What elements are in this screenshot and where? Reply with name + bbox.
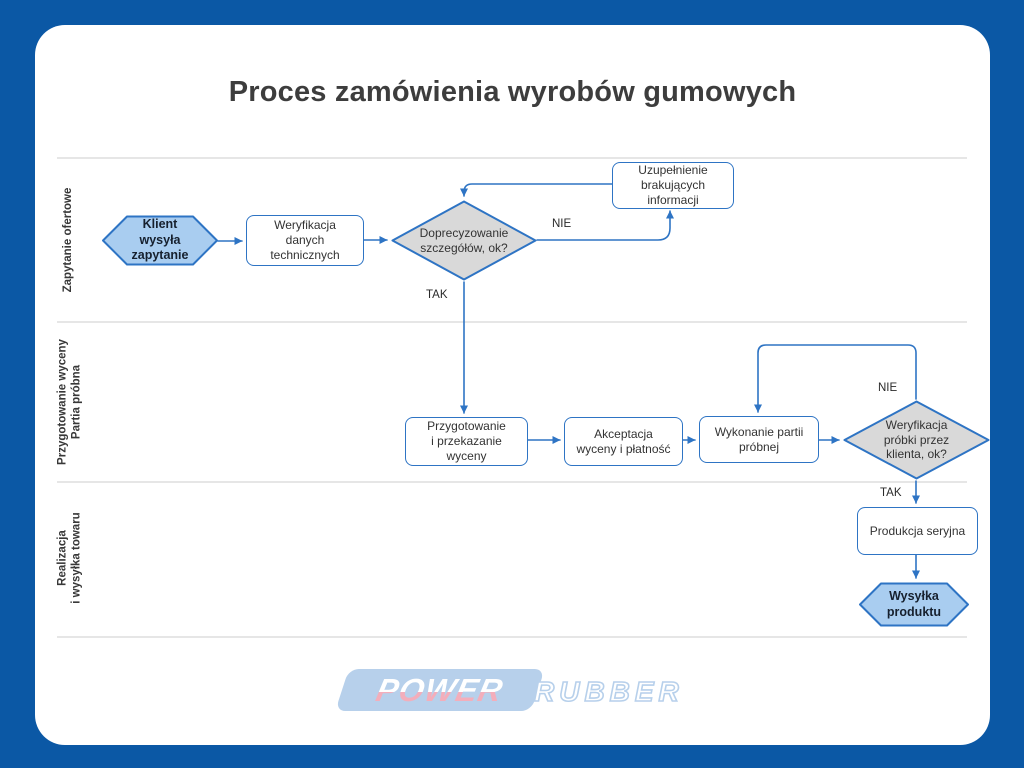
diamond-shape [843,400,990,480]
node-label: Wykonanie partii próbnej [714,424,804,454]
node-label: Doprecyzowanie szczegółów, ok? [419,225,509,255]
node-label: Produkcja seryjna [869,523,966,538]
hexagon-shape [102,215,218,266]
node-wykonanie-partii-probnej: Wykonanie partii próbnej [699,416,819,463]
lane-label-line: Przygotowanie wyceny [56,339,69,465]
node-produkcja-seryjna: Produkcja seryjna [857,507,978,555]
page-title: Proces zamówienia wyrobów gumowych [228,76,797,108]
node-decision-weryfikacja-probki: Weryfikacja próbki przez klienta, ok? [843,400,990,480]
lane-label-line: Realizacja [56,530,69,586]
edge-label-tak-clarify: TAK [426,289,448,301]
node-label: Uzupełnienie brakujących informacji [638,163,708,207]
node-weryfikacja-danych: Weryfikacja danych technicznych [246,215,364,266]
node-start-klient-wysyla-zapytanie: Klient wysyła zapytanie [102,215,218,266]
edge-label-tak-verifysample: TAK [880,487,902,499]
node-label: Weryfikacja próbki przez klienta, ok? [883,417,950,462]
lane-label-line: Zapytanie ofertowe [61,187,74,293]
lane-label-realizacja-wysylka: Realizacja i wysyłka towaru [56,512,85,603]
diamond-shape [391,200,537,281]
edge-label-nie-clarify: NIE [552,218,572,230]
node-uzupelnienie-informacji: Uzupełnienie brakujących informacji [612,162,734,209]
node-decision-doprecyzowanie: Doprecyzowanie szczegółów, ok? [391,200,537,281]
node-label: Akceptacja wyceny i płatność [576,426,671,456]
node-akceptacja-wyceny: Akceptacja wyceny i płatność [564,417,683,466]
node-label: Wysyłka produktu [886,589,942,619]
edge-label-nie-verifysample: NIE [878,382,898,394]
node-label: Klient wysyła zapytanie [131,217,189,263]
lane-label-line: Partia próbna [71,364,83,440]
hexagon-shape [859,582,969,627]
lane-label-zapytanie-ofertowe: Zapytanie ofertowe [61,188,75,293]
node-end-wysylka-produktu: Wysyłka produktu [859,582,969,627]
node-przygotowanie-wyceny: Przygotowanie i przekazanie wyceny [405,417,528,466]
diagram-card [35,25,990,745]
lane-label-line: i wysyłka towaru [71,512,83,604]
node-label: Przygotowanie i przekazanie wyceny [427,419,506,463]
lane-label-przygotowanie-wyceny: Przygotowanie wyceny Partia próbna [56,339,85,465]
node-label: Weryfikacja danych technicznych [270,218,340,262]
